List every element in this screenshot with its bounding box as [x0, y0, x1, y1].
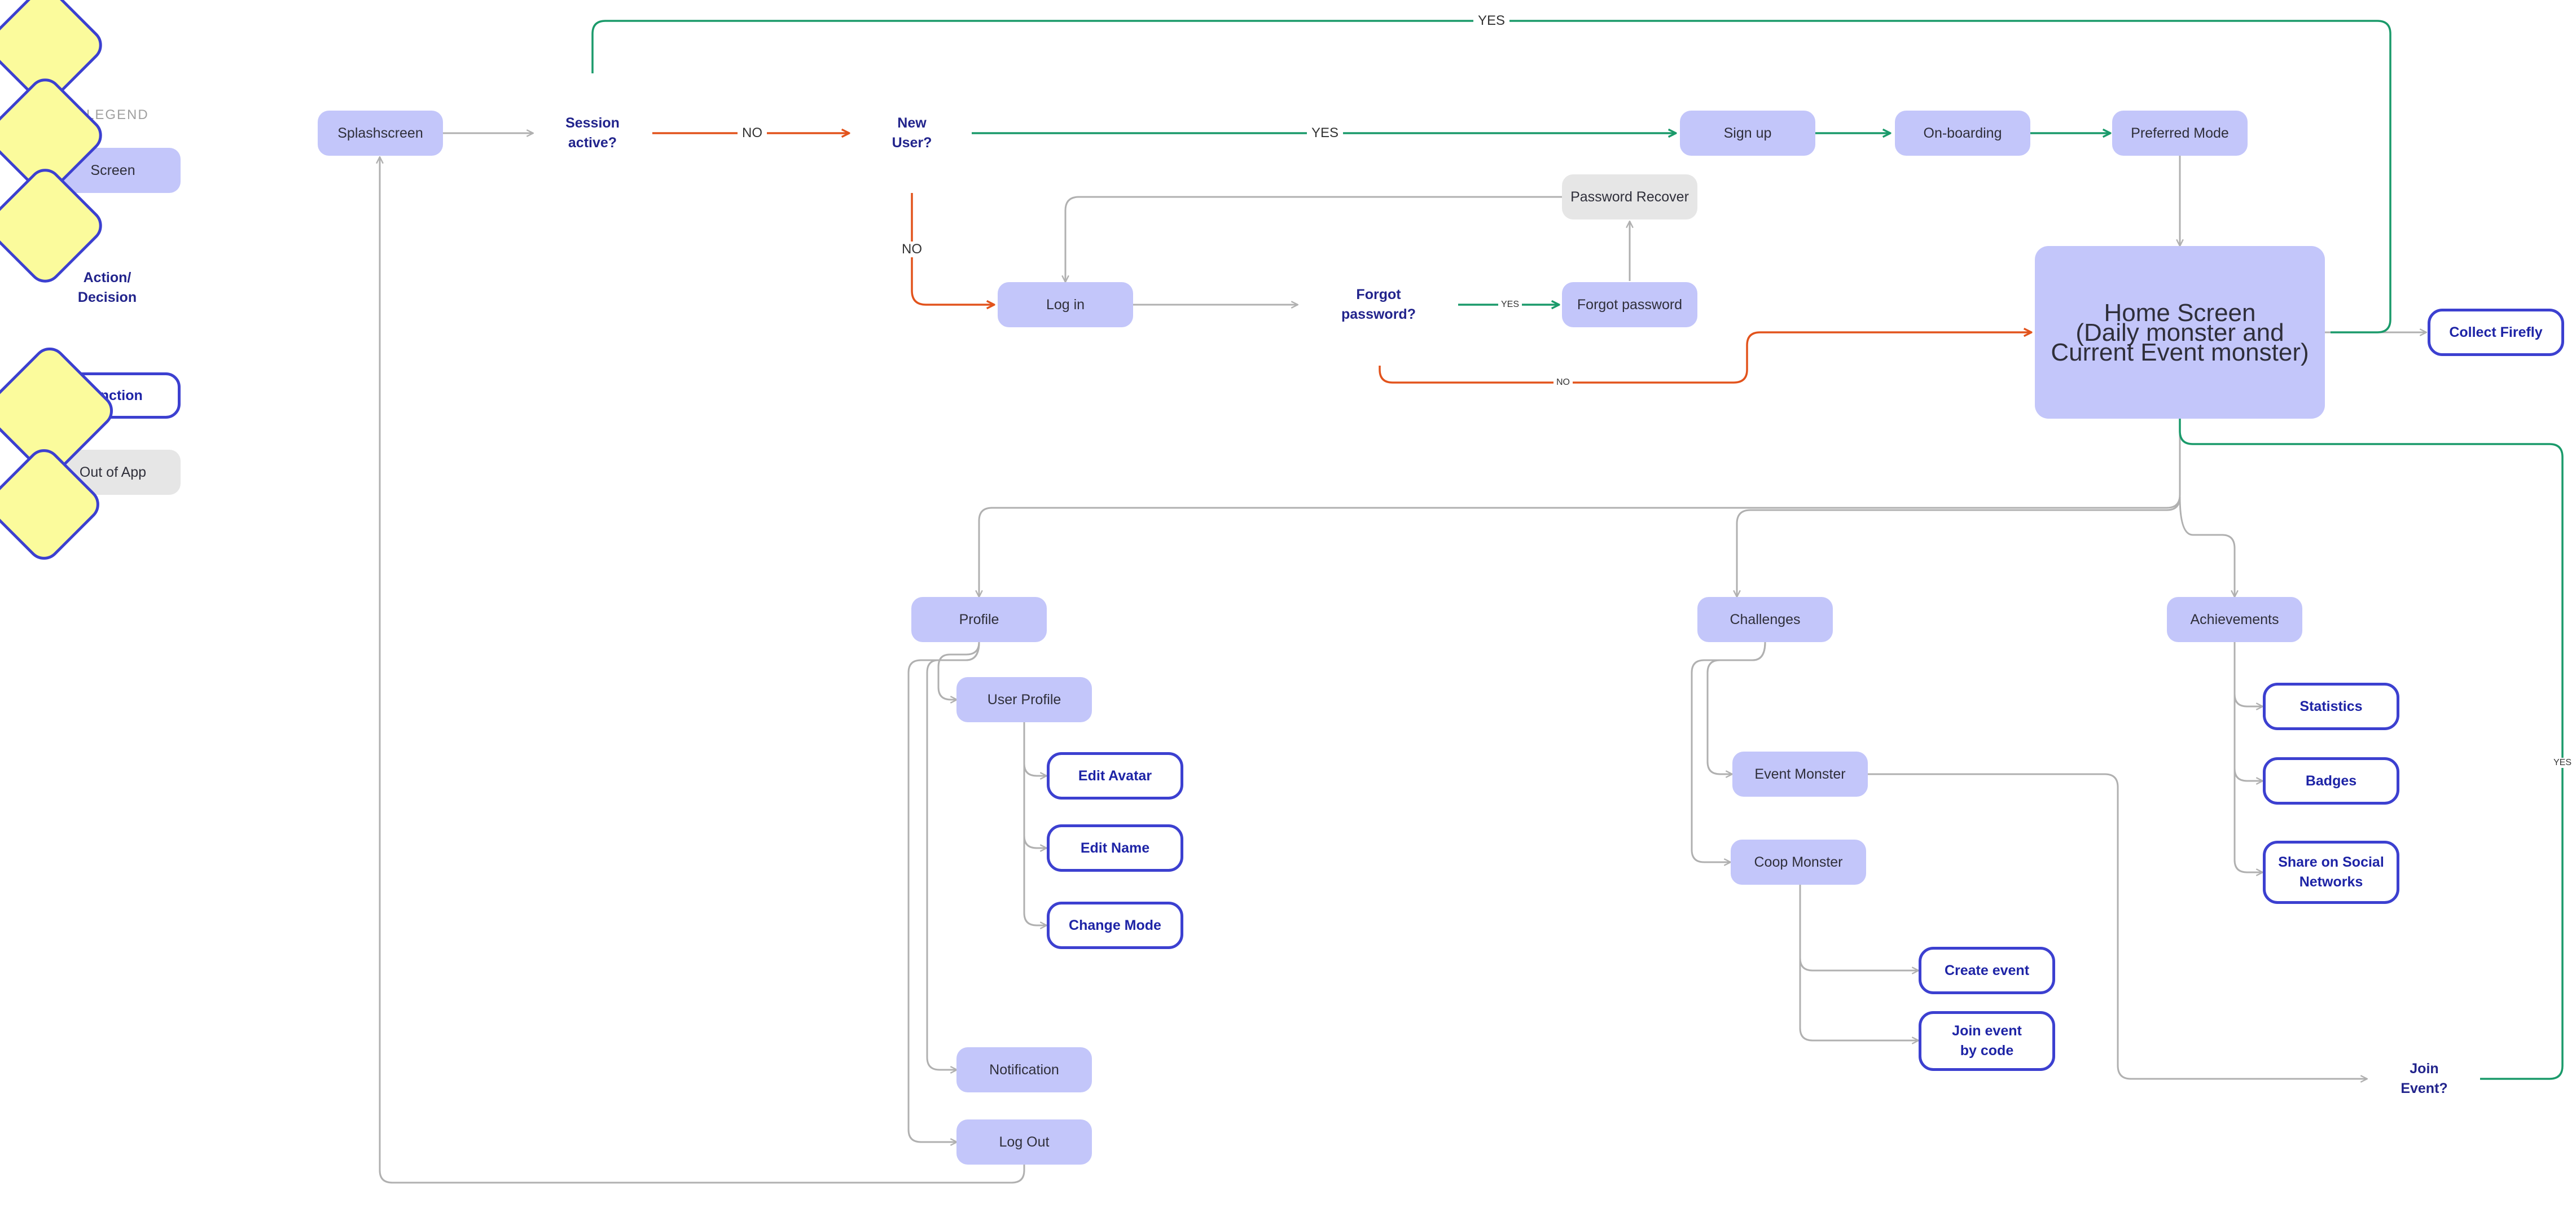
edge-forgot-home-no: [1379, 332, 2031, 384]
edge-session-home-yes: [591, 20, 2391, 333]
node-edit-avatar[interactable]: Edit Avatar: [1047, 752, 1183, 800]
edge-joinq-home-yes: [2179, 419, 2564, 1080]
node-password-recover: Password Recover: [1562, 174, 1697, 219]
node-badges[interactable]: Badges: [2263, 757, 2399, 805]
node-home-screen[interactable]: Home Screen (Daily monster and Current E…: [2035, 246, 2325, 419]
edge-label-yes-join: YES: [2550, 758, 2575, 768]
edge-label-yes-forgot: YES: [1498, 300, 1522, 310]
node-edit-name[interactable]: Edit Name: [1047, 824, 1183, 872]
node-log-in[interactable]: Log in: [998, 282, 1133, 327]
edge-logout-splash: [380, 157, 1025, 1184]
edge-userprofile-editname: [1023, 722, 1047, 848]
edge-achievements-statistics: [2233, 642, 2263, 706]
edge-userprofile-editavatar: [1023, 722, 1047, 776]
edge-home-challenges: [1737, 496, 2181, 597]
node-onboarding[interactable]: On-boarding: [1895, 111, 2030, 156]
edge-profile-logout: [907, 642, 980, 1142]
node-statistics[interactable]: Statistics: [2263, 683, 2399, 730]
edge-home-achievements: [2179, 496, 2235, 597]
edge-label-yes-top: YES: [1473, 13, 1510, 29]
edge-newuser-login-no: [911, 193, 994, 305]
edge-achievements-badges: [2233, 642, 2263, 781]
edge-achievements-share: [2233, 642, 2263, 872]
edge-event-joinq: [1868, 773, 2367, 1079]
node-create-event[interactable]: Create event: [1919, 947, 2055, 994]
node-preferred-mode[interactable]: Preferred Mode: [2112, 111, 2248, 156]
node-achievements[interactable]: Achievements: [2167, 597, 2302, 642]
node-user-profile[interactable]: User Profile: [956, 677, 1092, 722]
node-splashscreen[interactable]: Splashscreen: [318, 111, 443, 156]
edge-label-yes-newuser: YES: [1306, 125, 1344, 141]
node-change-mode[interactable]: Change Mode: [1047, 902, 1183, 949]
decision-new-user-label: New User?: [892, 115, 932, 151]
node-profile[interactable]: Profile: [911, 597, 1047, 642]
edge-home-profile: [979, 419, 2181, 597]
decision-join-event-label: Join Event?: [2401, 1061, 2448, 1096]
edge-label-no-newuser: NO: [897, 241, 927, 257]
node-challenges[interactable]: Challenges: [1697, 597, 1833, 642]
edge-recover-login: [1065, 196, 1562, 282]
legend-decision-label: Action/ Decision: [77, 270, 137, 305]
decision-session-active-label: Session active?: [565, 115, 620, 151]
node-forgot-password[interactable]: Forgot password: [1562, 282, 1697, 327]
node-coop-monster[interactable]: Coop Monster: [1731, 840, 1866, 885]
edge-label-no-session: NO: [738, 125, 767, 141]
edge-coop-join: [1799, 885, 1919, 1040]
edge-profile-userprofile: [937, 642, 980, 700]
node-join-event-by-code[interactable]: Join event by code: [1919, 1011, 2055, 1071]
edge-coop-create: [1799, 885, 1919, 971]
node-collect-firefly[interactable]: Collect Firefly: [2428, 309, 2564, 356]
node-share-social[interactable]: Share on Social Networks: [2263, 841, 2399, 904]
edge-label-no-forgot: NO: [1554, 377, 1573, 388]
edge-userprofile-changemode: [1023, 722, 1047, 925]
legend-title: LEGEND: [86, 107, 149, 122]
decision-forgot-password-label: Forgot password?: [1341, 287, 1416, 322]
node-sign-up[interactable]: Sign up: [1680, 111, 1815, 156]
node-notification[interactable]: Notification: [956, 1047, 1092, 1092]
node-event-monster[interactable]: Event Monster: [1732, 752, 1868, 797]
edge-challenges-coop: [1691, 642, 1766, 862]
node-log-out[interactable]: Log Out: [956, 1119, 1092, 1165]
